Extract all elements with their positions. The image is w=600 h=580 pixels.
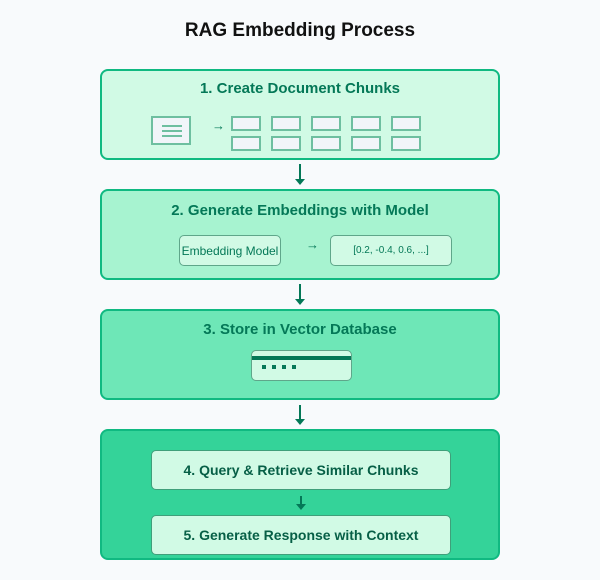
stage-query-and-respond: 4. Query & Retrieve Similar Chunks 5. Ge…: [100, 429, 500, 560]
arrow-down-icon: [296, 496, 306, 510]
vector-output-box: [0.2, -0.4, 0.6, ...]: [330, 235, 452, 266]
arrow-right-icon: →: [306, 237, 319, 252]
stage-title: 3. Store in Vector Database: [203, 321, 397, 338]
arrow-down-icon: [295, 284, 305, 305]
stage-title: 2. Generate Embeddings with Model: [171, 202, 429, 219]
embedding-model-box: Embedding Model: [179, 235, 281, 266]
arrow-down-icon: [295, 164, 305, 185]
document-icon: [151, 116, 191, 145]
arrow-down-icon: [295, 405, 305, 425]
diagram-title: RAG Embedding Process: [184, 20, 416, 41]
database-icon: [251, 350, 352, 381]
step-query-retrieve: 4. Query & Retrieve Similar Chunks: [151, 450, 451, 490]
chunk-block: [231, 116, 261, 131]
chunk-block: [391, 136, 421, 151]
stage-create-chunks: 1. Create Document Chunks →: [100, 69, 500, 160]
chunk-block: [271, 116, 301, 131]
chunk-block: [351, 136, 381, 151]
stage-generate-embeddings: 2. Generate Embeddings with Model Embedd…: [100, 189, 500, 280]
stage-store-vector-db: 3. Store in Vector Database: [100, 309, 500, 400]
chunk-block: [311, 116, 341, 131]
arrow-right-icon: →: [212, 118, 225, 133]
chunk-block: [271, 136, 301, 151]
chunk-block: [351, 116, 381, 131]
stage-title: 1. Create Document Chunks: [199, 80, 401, 97]
step-generate-response: 5. Generate Response with Context: [151, 515, 451, 555]
chunk-block: [231, 136, 261, 151]
chunk-block: [311, 136, 341, 151]
chunk-block: [391, 116, 421, 131]
